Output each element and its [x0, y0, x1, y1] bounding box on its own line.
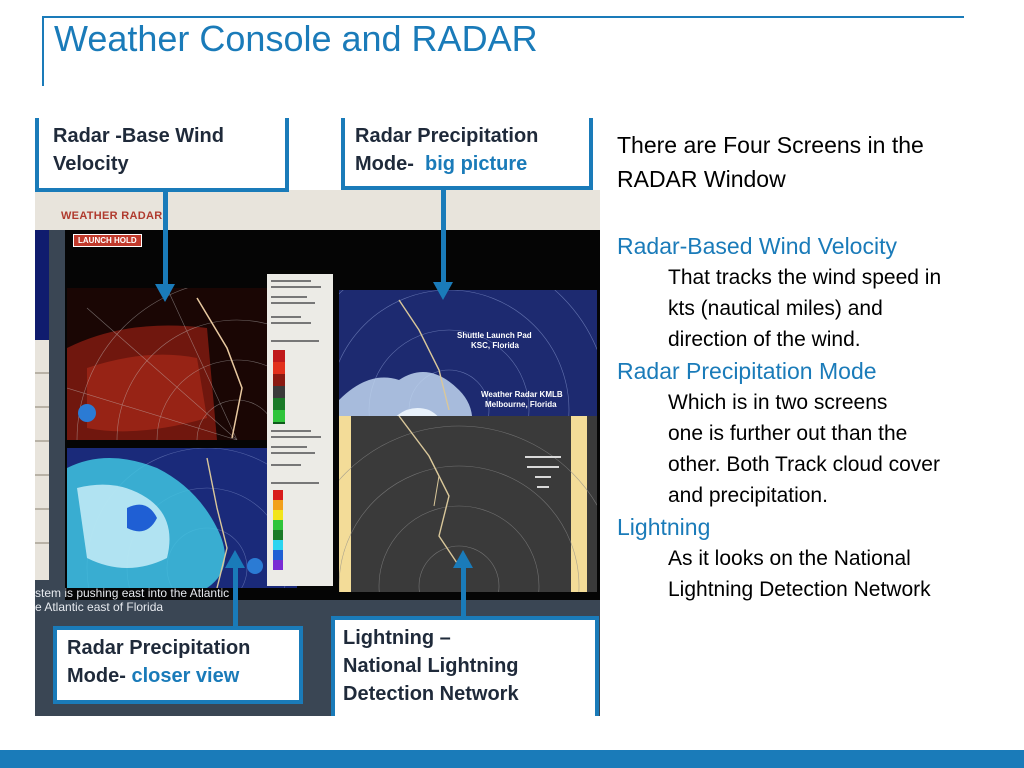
arrow-down-icon [433, 282, 453, 300]
callout-precip-big-picture: Radar Precipitation Mode- big picture [341, 118, 593, 190]
console-label: WEATHER RADAR [61, 210, 163, 222]
callout-line: Mode- [355, 153, 414, 175]
arrow-shaft [461, 568, 466, 618]
slide-title: Weather Console and RADAR [54, 18, 538, 59]
section-line: Which is in two screens [668, 391, 888, 414]
console-caption-line: stem is pushing east into the Atlantic [35, 586, 230, 600]
radar-screenshot: WEATHER RADAR LAUNCH HOLD [35, 118, 600, 716]
console-left-nav [35, 230, 49, 370]
shuttle-pad-label: Shuttle Launch Pad [457, 331, 532, 340]
arrow-shaft [163, 188, 168, 290]
wind-velocity-panel [67, 288, 297, 440]
console-header: WEATHER RADAR [35, 190, 600, 230]
arrow-shaft [233, 568, 238, 628]
precip-legend [267, 424, 333, 586]
section-heading-lightning: Lightning [617, 514, 711, 540]
section-line: other. Both Track cloud cover [668, 453, 940, 476]
arrow-up-icon [453, 550, 473, 568]
callout-line: Radar -Base Wind [53, 125, 224, 147]
title-rule-horizontal [42, 16, 964, 18]
melbourne-label: Melbourne, Florida [485, 400, 557, 409]
callout-line: Radar Precipitation [355, 125, 539, 147]
section-line: direction of the wind. [668, 328, 861, 351]
section-heading-wind-velocity: Radar-Based Wind Velocity [617, 233, 897, 259]
section-heading-precipitation: Radar Precipitation Mode [617, 358, 877, 384]
intro-line: RADAR Window [617, 166, 786, 192]
section-line: kts (nautical miles) and [668, 297, 883, 320]
callout-line: Mode- [67, 665, 126, 687]
console-caption-line: e Atlantic east of Florida [35, 600, 164, 614]
section-line: and precipitation. [668, 484, 828, 507]
arrow-shaft [441, 188, 446, 288]
ksc-label: KSC, Florida [471, 341, 520, 350]
section-line: That tracks the wind speed in [668, 266, 942, 289]
console-left-strip [35, 340, 49, 580]
section-line: Lightning Detection Network [668, 578, 931, 601]
callout-line: Lightning – [343, 627, 451, 649]
callout-highlight: closer view [131, 665, 240, 687]
callout-line: Velocity [53, 153, 129, 175]
section-line: one is further out than the [668, 422, 908, 445]
velocity-legend [267, 274, 333, 444]
arrow-up-icon [225, 550, 245, 568]
console-caption: stem is pushing east into the Atlantic e… [35, 586, 335, 614]
callout-precip-closer-view: Radar Precipitation Mode- closer view [53, 626, 303, 704]
callout-line: Detection Network [343, 683, 519, 705]
arrow-down-icon [155, 284, 175, 302]
callout-highlight: big picture [425, 153, 528, 175]
title-rule-vertical [42, 16, 44, 86]
weather-radar-label: Weather Radar KMLB [481, 390, 563, 399]
callout-line: National Lightning [343, 655, 519, 677]
intro-line: There are Four Screens in the [617, 132, 924, 158]
launch-hold-indicator: LAUNCH HOLD [73, 234, 142, 247]
precip-closer-view-panel [67, 448, 297, 588]
callout-lightning: Lightning – National Lightning Detection… [331, 616, 599, 716]
description-text: There are Four Screens in the RADAR Wind… [617, 128, 1007, 605]
callout-line: Radar Precipitation [67, 637, 251, 659]
callout-wind-velocity: Radar -Base Wind Velocity [35, 118, 289, 192]
footer-bar [0, 750, 1024, 768]
section-line: As it looks on the National [668, 547, 911, 570]
